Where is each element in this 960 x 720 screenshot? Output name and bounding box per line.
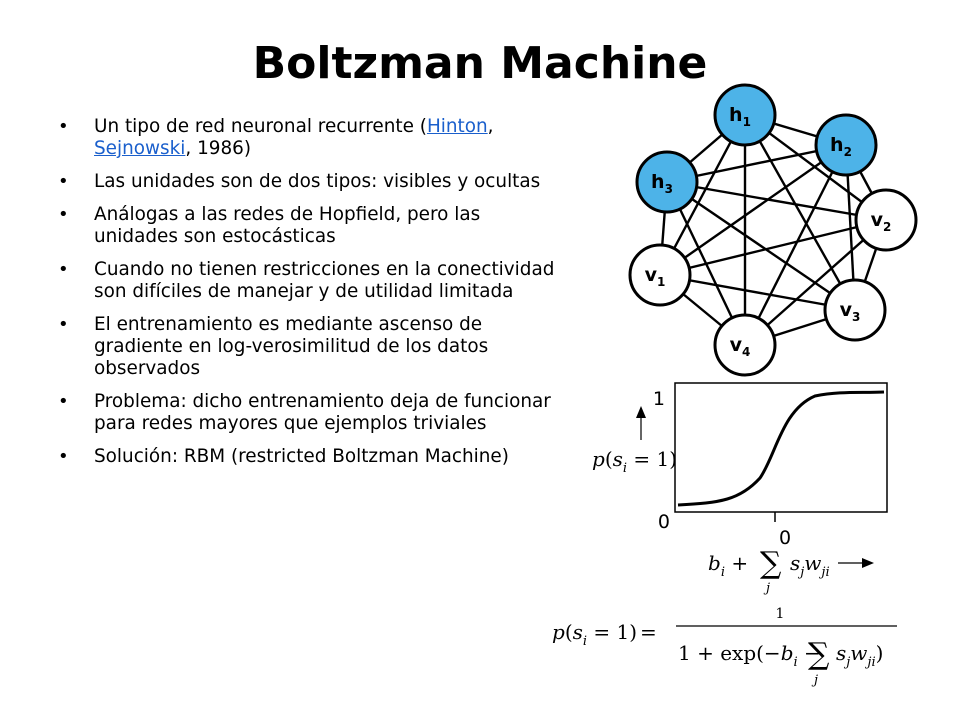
node-label-v4: v4 <box>730 334 751 359</box>
slide-title: Boltzman Machine <box>252 38 708 89</box>
svg-text:sjwji): sjwji) <box>836 641 883 670</box>
y-tick-top: 1 <box>653 388 665 410</box>
node-label-v1: v1 <box>645 264 666 289</box>
node-v2: v2 <box>854 188 918 252</box>
bullet-list: Un tipo de red neuronal recurrente (Hint… <box>58 116 558 479</box>
activation-expression: bi + ∑ j sjwji <box>708 546 874 596</box>
svg-text:j: j <box>763 581 770 596</box>
svg-text:∑: ∑ <box>808 637 830 672</box>
svg-text:=: = <box>640 620 657 644</box>
plot-frame <box>674 382 888 513</box>
bullet-item: Solución: RBM (restricted Boltzman Machi… <box>58 446 558 468</box>
svg-text:1: 1 <box>776 606 785 622</box>
hinton-link[interactable]: Hinton <box>426 116 488 137</box>
probability-label: p(si = 1) <box>592 447 677 476</box>
svg-text:j: j <box>811 673 818 688</box>
node-label-h2: h2 <box>830 134 852 159</box>
sigmoid-plot: 1 0 0 p(si = 1) bi + ∑ j sjwji <box>592 382 888 596</box>
logistic-formula: p(si = 1) = 1 1 + exp(−bi − ∑ j sjwji) <box>552 606 897 688</box>
node-label-v2: v2 <box>871 209 892 234</box>
edge-v2-v1 <box>659 218 887 277</box>
network-nodes: h1 h2 v2 v3 v4 v1 h3 <box>628 83 918 377</box>
node-label-v3: v3 <box>840 299 861 324</box>
node-h1: h1 <box>713 83 777 147</box>
sejnowski-link[interactable]: Sejnowski <box>94 138 186 159</box>
bullet-item: Un tipo de red neuronal recurrente (Hint… <box>58 116 558 160</box>
edge-h1-v3 <box>743 114 857 311</box>
edge-h2-v4 <box>743 144 848 346</box>
node-v4: v4 <box>713 313 777 377</box>
edge-h2-v1 <box>659 144 847 276</box>
svg-text:sjwji: sjwji <box>790 551 830 580</box>
edge-v3-h3 <box>666 181 856 311</box>
node-h2: h2 <box>814 113 878 177</box>
bullet-item: Análogas a las redes de Hopfield, pero l… <box>58 204 558 248</box>
sigmoid-curve <box>677 390 885 507</box>
bullet-item: El entrenamiento es mediante ascenso de … <box>58 314 558 380</box>
y-tick-bottom: 0 <box>658 511 670 533</box>
bullet-item: Problema: dicho entrenamiento deja de fu… <box>58 391 558 435</box>
node-label-h3: h3 <box>651 171 673 196</box>
node-h3: h3 <box>635 150 699 214</box>
edge-v2-h3 <box>666 180 887 222</box>
svg-text:p(si = 1): p(si = 1) <box>592 447 677 476</box>
bullet-item: Las unidades son de dos tipos: visibles … <box>58 171 558 193</box>
network-diagram: h1 h2 v2 v3 v4 v1 h3 <box>628 83 918 377</box>
edge-v3-v1 <box>659 273 856 312</box>
node-v3: v3 <box>823 278 887 342</box>
node-label-h1: h1 <box>729 104 751 129</box>
svg-text:1 + exp(−bi −: 1 + exp(−bi − <box>678 641 821 670</box>
y-arrow-head <box>636 406 646 418</box>
svg-text:p(si = 1): p(si = 1) <box>552 620 637 649</box>
x-tick-zero: 0 <box>779 527 791 549</box>
svg-text:bi +: bi + <box>708 551 748 580</box>
bullet-item: Cuando no tienen restricciones en la con… <box>58 259 558 303</box>
node-v1: v1 <box>628 243 692 307</box>
svg-text:∑: ∑ <box>760 546 782 581</box>
